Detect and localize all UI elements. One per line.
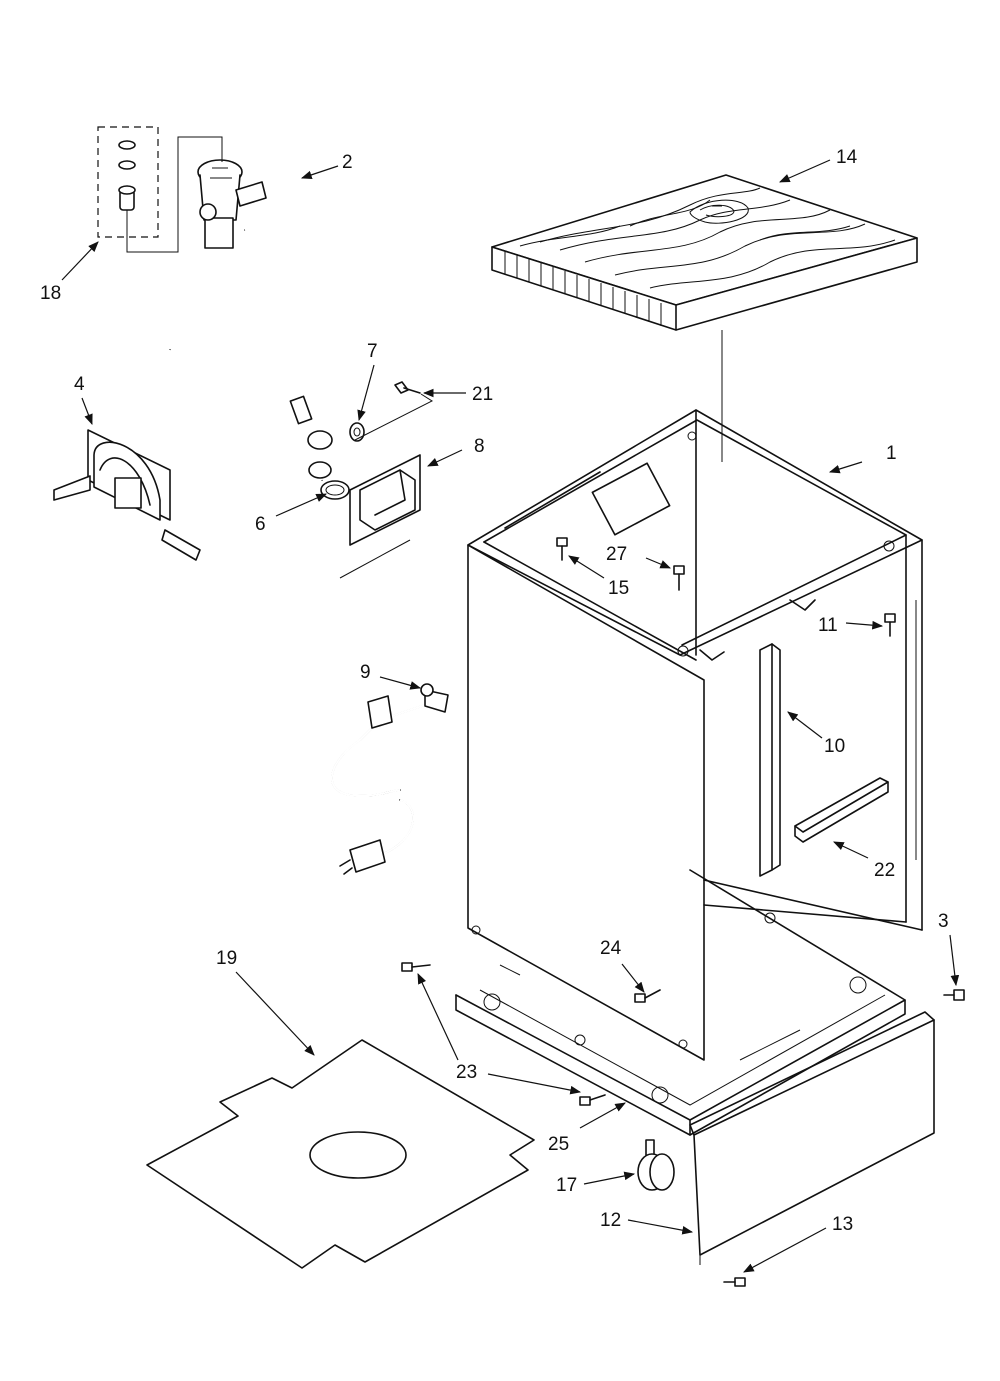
screw-15 bbox=[556, 537, 568, 561]
worktop-part bbox=[491, 174, 918, 462]
water-valve-part bbox=[62, 159, 333, 481]
screw-13 bbox=[723, 1277, 746, 1287]
hose-clamp-part bbox=[320, 480, 350, 500]
callout-22: 22 bbox=[874, 860, 895, 881]
callout-21: 21 bbox=[472, 384, 493, 405]
cabinet-frame-part bbox=[455, 409, 923, 1136]
callout-9: 9 bbox=[360, 662, 371, 683]
leader-lines bbox=[61, 159, 960, 1273]
screw-3 bbox=[943, 989, 965, 1001]
toe-panel-part bbox=[689, 1011, 935, 1265]
screw-23b bbox=[579, 1094, 606, 1106]
power-cord-part bbox=[330, 683, 449, 875]
callout-17: 17 bbox=[556, 1175, 577, 1196]
wood-grain bbox=[519, 187, 896, 289]
caster-wheel-part bbox=[637, 1139, 675, 1191]
callout-11: 11 bbox=[818, 615, 838, 636]
callout-25: 25 bbox=[548, 1134, 569, 1155]
screw-23a bbox=[401, 962, 431, 972]
callout-8: 8 bbox=[474, 436, 485, 457]
horizontal-bracket-part bbox=[794, 777, 889, 843]
callout-27: 27 bbox=[606, 544, 627, 565]
washer-part bbox=[349, 422, 365, 442]
callout-18: 18 bbox=[40, 283, 61, 304]
callout-14: 14 bbox=[836, 147, 858, 168]
valve-kit-part bbox=[97, 126, 223, 253]
callout-7: 7 bbox=[367, 341, 378, 362]
callout-labels: 1 2 3 4 6 7 8 9 10 11 12 13 14 15 17 18 … bbox=[40, 147, 949, 1235]
callout-23: 23 bbox=[456, 1062, 477, 1083]
callout-6: 6 bbox=[255, 514, 266, 535]
vertical-bracket-part bbox=[759, 643, 781, 877]
screw-24 bbox=[634, 989, 661, 1003]
callout-15: 15 bbox=[608, 578, 629, 599]
callout-1: 1 bbox=[886, 443, 897, 464]
callout-10: 10 bbox=[824, 736, 845, 757]
callout-4: 4 bbox=[74, 374, 85, 395]
valve-bracket-part bbox=[339, 454, 421, 579]
screw-27 bbox=[673, 565, 685, 591]
callout-19: 19 bbox=[216, 948, 237, 969]
screw-11 bbox=[884, 613, 896, 637]
callout-12: 12 bbox=[600, 1210, 621, 1231]
vent-assembly-part bbox=[53, 429, 201, 561]
callout-13: 13 bbox=[832, 1214, 853, 1235]
callout-24: 24 bbox=[600, 938, 622, 959]
callout-2: 2 bbox=[342, 152, 353, 173]
insulation-pad-part bbox=[146, 1039, 535, 1269]
callout-3: 3 bbox=[938, 911, 949, 932]
